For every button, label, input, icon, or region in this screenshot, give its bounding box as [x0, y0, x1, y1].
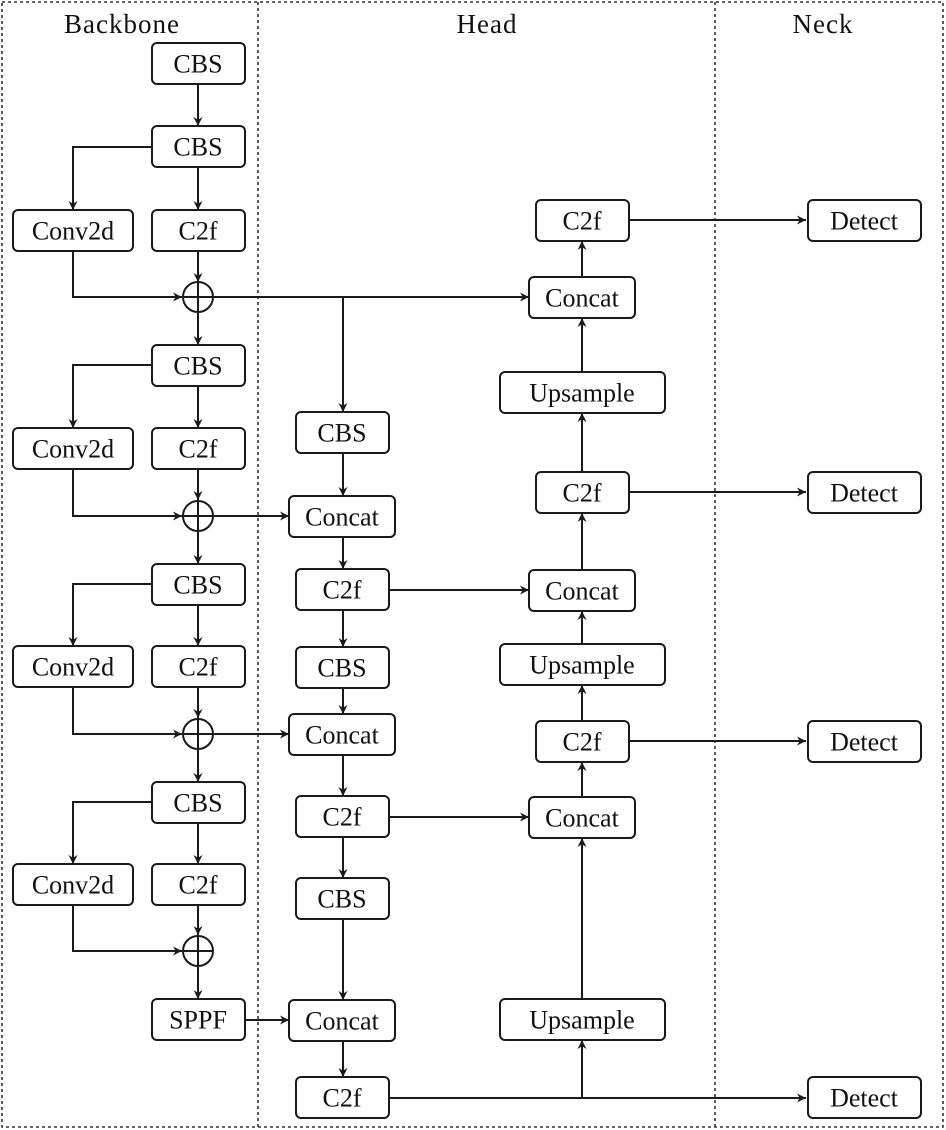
head-concat-2: Concat — [288, 713, 396, 756]
edge-conv4-sum4 — [72, 905, 182, 956]
svg-text:C2f: C2f — [179, 435, 218, 464]
edge-conv1-sum1 — [72, 251, 182, 302]
backbone-c2f-1: C2f — [151, 209, 246, 252]
backbone-conv2d-4: Conv2d — [12, 863, 134, 906]
svg-text:Detect: Detect — [830, 1084, 899, 1113]
svg-text:C2f: C2f — [323, 803, 362, 832]
svg-text:Detect: Detect — [830, 728, 899, 757]
head-c2f-1: C2f — [295, 568, 390, 611]
sum-node-1 — [182, 281, 214, 313]
sum-node-4 — [182, 935, 214, 967]
head-concat-3: Concat — [288, 999, 396, 1042]
svg-text:Upsample: Upsample — [529, 379, 634, 408]
svg-text:Detect: Detect — [830, 479, 899, 508]
svg-text:CBS: CBS — [173, 571, 222, 600]
edge-cbs3-conv2 — [68, 364, 152, 428]
svg-text:CBS: CBS — [173, 50, 222, 79]
head-cbs-3: CBS — [295, 877, 390, 920]
svg-text:C2f: C2f — [323, 1084, 362, 1113]
backbone-cbs-1: CBS — [151, 42, 246, 85]
backbone-conv2d-1: Conv2d — [12, 209, 134, 252]
head-upsample-3: Upsample — [499, 998, 666, 1041]
svg-text:Conv2d: Conv2d — [32, 435, 114, 464]
head-c2f-6: C2f — [535, 720, 630, 763]
neck-detect-2: Detect — [807, 471, 922, 514]
head-cbs-2: CBS — [295, 646, 390, 689]
svg-text:SPPF: SPPF — [169, 1006, 227, 1035]
svg-text:Upsample: Upsample — [529, 651, 634, 680]
svg-text:Concat: Concat — [545, 284, 619, 313]
svg-text:Conv2d: Conv2d — [32, 653, 114, 682]
svg-text:C2f: C2f — [563, 207, 602, 236]
head-concat-6: Concat — [528, 796, 636, 839]
edge-cbs2-conv1 — [68, 146, 152, 210]
neck-detect-4: Detect — [807, 1076, 922, 1119]
svg-text:Conv2d: Conv2d — [32, 871, 114, 900]
backbone-conv2d-2: Conv2d — [12, 427, 134, 470]
svg-text:Concat: Concat — [305, 503, 379, 532]
backbone-c2f-4: C2f — [151, 863, 246, 906]
svg-text:CBS: CBS — [173, 352, 222, 381]
edge-cbs4-conv3 — [68, 583, 152, 646]
backbone-cbs-3: CBS — [151, 344, 246, 387]
head-upsample-2: Upsample — [499, 643, 666, 686]
head-cbs-1: CBS — [295, 411, 390, 454]
svg-text:Upsample: Upsample — [529, 1006, 634, 1035]
edge-conv3-sum3 — [72, 687, 182, 739]
svg-text:Concat: Concat — [545, 804, 619, 833]
svg-text:CBS: CBS — [173, 133, 222, 162]
svg-text:CBS: CBS — [317, 654, 366, 683]
sum-node-2 — [182, 500, 214, 532]
neck-detect-1: Detect — [807, 199, 922, 242]
head-c2f-3: C2f — [295, 1076, 390, 1119]
backbone-sppf: SPPF — [151, 998, 246, 1041]
section-title-neck: Neck — [793, 9, 854, 39]
svg-text:C2f: C2f — [179, 217, 218, 246]
svg-text:Concat: Concat — [305, 1007, 379, 1036]
head-c2f-2: C2f — [295, 795, 390, 838]
svg-text:C2f: C2f — [179, 653, 218, 682]
sum-node-3 — [182, 718, 214, 750]
backbone-cbs-4: CBS — [151, 563, 246, 606]
svg-text:C2f: C2f — [563, 728, 602, 757]
svg-text:Detect: Detect — [830, 207, 899, 236]
head-concat-4: Concat — [528, 276, 636, 319]
head-upsample-1: Upsample — [499, 371, 666, 414]
edge-cbs5-conv4 — [68, 801, 152, 864]
neck-detect-3: Detect — [807, 720, 922, 763]
svg-text:CBS: CBS — [317, 885, 366, 914]
head-c2f-4: C2f — [535, 199, 630, 242]
svg-text:CBS: CBS — [173, 789, 222, 818]
svg-text:Concat: Concat — [545, 577, 619, 606]
edge-conv2-sum2 — [72, 469, 182, 521]
backbone-conv2d-3: Conv2d — [12, 645, 134, 688]
svg-text:Conv2d: Conv2d — [32, 217, 114, 246]
svg-text:Concat: Concat — [305, 721, 379, 750]
svg-text:C2f: C2f — [563, 479, 602, 508]
svg-text:C2f: C2f — [323, 576, 362, 605]
svg-text:CBS: CBS — [317, 419, 366, 448]
connections — [68, 84, 806, 1103]
head-c2f-5: C2f — [535, 471, 630, 514]
svg-text:C2f: C2f — [179, 871, 218, 900]
head-concat-1: Concat — [288, 495, 396, 538]
section-title-head: Head — [457, 9, 518, 39]
backbone-cbs-2: CBS — [151, 125, 246, 168]
backbone-c2f-3: C2f — [151, 645, 246, 688]
backbone-c2f-2: C2f — [151, 427, 246, 470]
section-title-backbone: Backbone — [64, 9, 180, 39]
head-concat-5: Concat — [528, 569, 636, 612]
backbone-cbs-5: CBS — [151, 781, 246, 824]
